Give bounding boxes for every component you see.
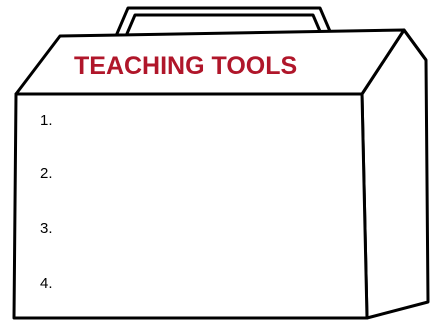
toolbox-title: TEACHING TOOLS [74,46,364,86]
list-item-1: 1. [40,111,53,131]
toolbox-front-face [14,94,367,318]
list-item-4: 4. [40,274,53,294]
list-item-3: 3. [40,219,53,239]
list-item-2: 2. [40,164,53,184]
